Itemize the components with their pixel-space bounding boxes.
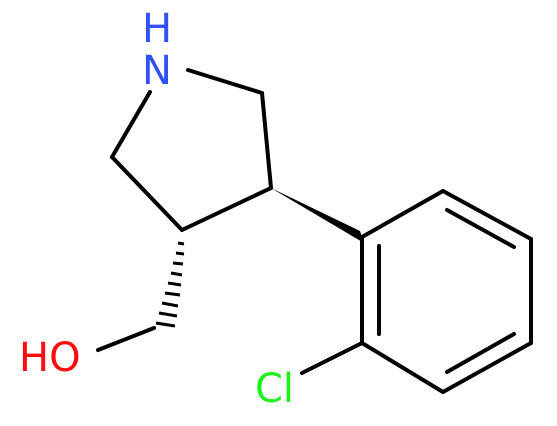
bond-c5-n <box>110 90 152 159</box>
bond-ar-cl <box>300 341 364 375</box>
hash-wedge-bond-ch2 <box>155 241 185 328</box>
bond-ch2-oh <box>96 326 156 352</box>
amine-hydrogen-label: H <box>142 6 172 52</box>
bond-ar5-ar6 <box>360 341 445 394</box>
bond-ar-inner-1 <box>445 208 516 249</box>
bond-n-c2 <box>186 68 264 95</box>
bonds <box>96 68 533 394</box>
bond-c2-c3 <box>260 91 273 190</box>
bond-c4-c5 <box>110 155 184 232</box>
amine-nitrogen-label: N <box>142 48 172 94</box>
wedge-bond-aryl <box>271 188 364 243</box>
chlorine-label: Cl <box>255 366 294 412</box>
bond-ar4-ar5 <box>441 341 533 394</box>
bond-c3-c4 <box>180 186 273 232</box>
bond-ar-inner-2 <box>445 332 516 374</box>
bond-ar1-ar2 <box>360 189 445 239</box>
hydroxyl-label: HO <box>19 335 81 381</box>
bond-ar2-ar3 <box>441 189 533 241</box>
